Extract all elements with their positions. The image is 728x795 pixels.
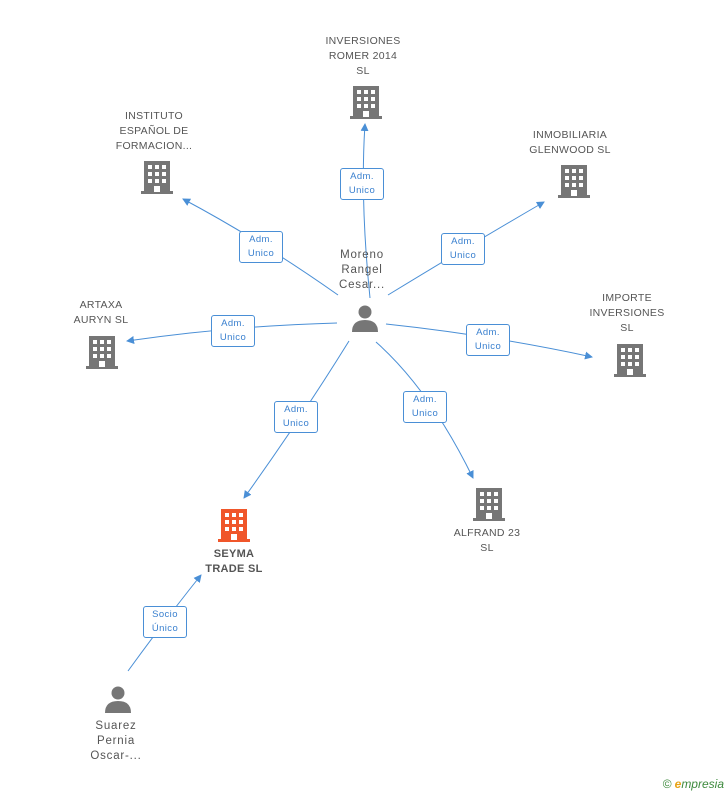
company-name-alfrand: ALFRAND 23 SL [453,527,521,554]
building-icon[interactable] [218,508,250,542]
company-name-inversiones: INVERSIONES ROMER 2014 SL [325,35,401,77]
other-person-name: Suarez Pernia Oscar-... [90,720,142,762]
building-icon[interactable] [141,160,173,194]
brand-name: mpresia [681,777,724,791]
building-icon[interactable] [614,343,646,377]
building-icon[interactable] [350,85,382,119]
center-person-name: Moreno Rangel Cesar... [338,249,386,291]
building-icon[interactable] [473,487,505,521]
brand-footer[interactable]: ©empresia [663,777,724,791]
company-name-instituto: INSTITUTO ESPAÑOL DE FORMACION... [115,110,193,152]
person-icon[interactable] [350,303,380,333]
edge-label-instituto: Adm. Unico [239,231,283,263]
building-icon[interactable] [86,335,118,369]
edge-label-inversiones: Adm. Unico [340,168,384,200]
copyright-icon: © [662,777,672,791]
focus-company-name: SEYMA TRADE SL [205,548,263,575]
edge-label-socio: Socio Único [143,606,187,638]
person-icon[interactable] [103,684,133,714]
company-name-inmobiliaria: INMOBILIARIA GLENWOOD SL [529,129,611,156]
company-name-artaxa: ARTAXA AURYN SL [73,299,129,326]
brand-initial: e [674,777,682,791]
edge-label-artaxa: Adm. Unico [211,315,255,347]
building-icon[interactable] [558,164,590,198]
edge-label-inmobiliaria: Adm. Unico [441,233,485,265]
edge-label-importe: Adm. Unico [466,324,510,356]
company-name-importe: IMPORTE INVERSIONES SL [589,292,665,334]
edge-label-seyma: Adm. Unico [274,401,318,433]
edge-to-inversiones [360,123,371,299]
edge-label-alfrand: Adm. Unico [403,391,447,423]
